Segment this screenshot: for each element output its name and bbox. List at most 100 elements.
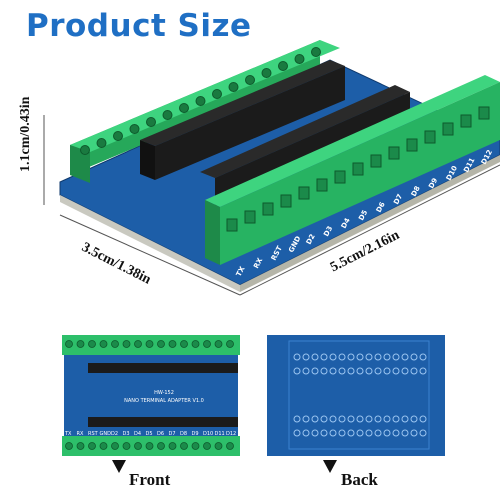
screw-icon [280, 194, 292, 208]
screw-icon [99, 340, 108, 348]
solder-pad-icon [383, 429, 391, 437]
solder-pad-icon [347, 429, 355, 437]
pin-label: D9 [192, 431, 199, 437]
screw-icon [146, 117, 156, 127]
solder-pad-icon [410, 367, 418, 375]
pin-header-left [140, 60, 345, 180]
pin-label: D6 [157, 431, 164, 437]
solder-pad-icon [320, 367, 328, 375]
screw-icon [157, 442, 165, 450]
solder-pad-icon [338, 367, 346, 375]
screw-icon [214, 442, 223, 450]
screw-icon [316, 178, 328, 192]
screw-icon [262, 202, 274, 216]
solder-pad-icon [410, 415, 418, 423]
solder-pad-icon [311, 429, 319, 437]
solder-pad-icon [302, 415, 310, 423]
screw-icon [122, 340, 131, 348]
solder-pad-icon [347, 367, 355, 375]
screw-icon [191, 340, 200, 348]
screw-icon [228, 82, 239, 92]
solder-pad-icon [329, 367, 337, 375]
screw-icon [442, 122, 454, 136]
screw-icon [99, 442, 108, 450]
solder-pad-icon [392, 353, 400, 361]
solder-pad-icon [293, 429, 301, 437]
solder-pad-icon [365, 415, 373, 423]
screw-icon [460, 114, 472, 128]
pin-label: D2 [111, 431, 118, 437]
pin-label: D5 [146, 431, 153, 437]
solder-pad-icon [311, 353, 319, 361]
screw-icon [226, 340, 234, 348]
solder-pad-icon [293, 415, 301, 423]
screw-icon [111, 442, 119, 450]
screw-icon [478, 106, 490, 120]
solder-pad-icon [374, 353, 382, 361]
solder-pad-icon [320, 415, 328, 423]
back-view-photo [267, 335, 445, 456]
solder-pad-icon [338, 429, 346, 437]
solder-pad-icon [392, 367, 400, 375]
solder-pad-icon [347, 415, 355, 423]
screw-icon [179, 103, 189, 113]
solder-pad-icon [365, 429, 373, 437]
screw-icon [214, 340, 223, 348]
screw-icon [334, 170, 346, 184]
solder-pad-icon [419, 353, 427, 361]
screw-icon [278, 61, 288, 71]
screw-icon [65, 442, 73, 450]
solder-pad-icon [302, 353, 310, 361]
solder-pad-icon [401, 367, 409, 375]
front-pointer-icon [112, 460, 126, 473]
solder-pad-icon [302, 367, 310, 375]
screw-icon [88, 340, 96, 348]
solder-pad-icon [374, 415, 382, 423]
solder-pad-icon [392, 429, 400, 437]
pin-label: D4 [134, 431, 141, 437]
pin-label: D11 [215, 431, 225, 437]
solder-pad-icon [383, 415, 391, 423]
solder-pad-icon [365, 353, 373, 361]
pin-label: GND [100, 431, 112, 437]
screw-icon [96, 138, 107, 148]
solder-pad-icon [401, 429, 409, 437]
back-pointer-icon [323, 460, 337, 473]
screw-icon [168, 340, 177, 348]
page-title: Product Size [26, 8, 252, 44]
solder-pad-icon [410, 429, 418, 437]
pin-label: D7 [169, 431, 176, 437]
solder-pad-icon [374, 429, 382, 437]
screw-icon [191, 442, 200, 450]
solder-pad-icon [302, 429, 310, 437]
solder-pad-icon [329, 353, 337, 361]
screw-icon [352, 162, 364, 176]
pin-label: D3 [123, 431, 130, 437]
solder-pad-icon [311, 415, 319, 423]
screw-icon [113, 131, 123, 141]
screw-icon [168, 442, 177, 450]
pin-label: RST [88, 431, 99, 437]
screw-icon [298, 186, 310, 200]
screw-icon [162, 110, 173, 120]
screw-icon [76, 442, 85, 450]
screw-icon [111, 340, 119, 348]
solder-pad-icon [356, 353, 364, 361]
solder-pad-icon [419, 367, 427, 375]
solder-pad-icon [401, 353, 409, 361]
solder-pad-icon [356, 415, 364, 423]
solder-pad-icon [392, 415, 400, 423]
solder-pad-icon [293, 353, 301, 361]
screw-icon [145, 442, 154, 450]
screw-icon [88, 442, 96, 450]
solder-pad-icon [419, 429, 427, 437]
solder-pad-icon [311, 367, 319, 375]
solder-pad-icon [320, 429, 328, 437]
screw-icon [244, 210, 256, 224]
front-caption: Front [129, 470, 171, 489]
screw-icon [157, 340, 165, 348]
solder-pad-icon [383, 353, 391, 361]
screw-icon [80, 145, 90, 155]
solder-pad-icon [401, 415, 409, 423]
